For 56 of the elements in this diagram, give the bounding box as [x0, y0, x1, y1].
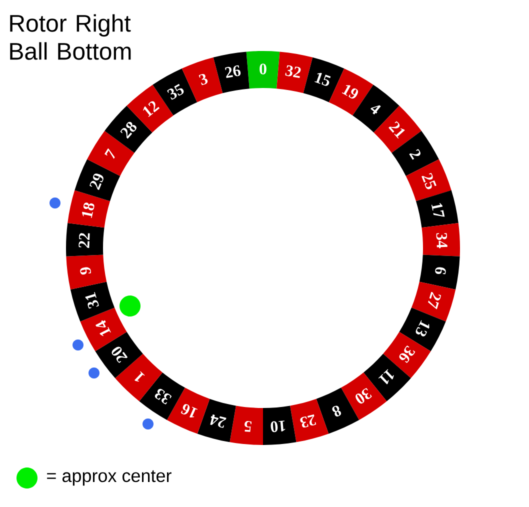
pocket-number: 35 — [167, 84, 184, 100]
pocket — [246, 51, 280, 89]
pocket-number: 4 — [370, 105, 381, 114]
pocket — [70, 282, 115, 322]
pocket — [213, 52, 250, 94]
pocket-number: 11 — [378, 369, 394, 384]
pocket-number: 29 — [90, 174, 104, 190]
pocket-number: 12 — [143, 101, 160, 118]
pocket — [411, 282, 456, 322]
pocket-number: 17 — [431, 202, 445, 217]
pocket — [68, 190, 110, 228]
pocket-number: 23 — [300, 414, 316, 428]
pocket — [276, 52, 313, 94]
pocket — [263, 406, 296, 445]
pocket-number: 14 — [96, 320, 111, 336]
pocket-number: 33 — [154, 388, 172, 404]
pocket — [197, 398, 236, 442]
pocket — [230, 406, 263, 445]
pocket-number: 15 — [314, 72, 331, 86]
pocket — [74, 159, 120, 202]
legend-text: = approx center — [47, 470, 172, 486]
pocket-number: 28 — [120, 122, 136, 139]
pocket-number: 27 — [428, 292, 441, 310]
pocket — [66, 254, 107, 290]
pocket-number: 2 — [409, 149, 420, 160]
pocket — [66, 223, 104, 256]
pocket — [290, 398, 329, 442]
pocket-number: 34 — [436, 233, 448, 248]
pocket-number: 1 — [134, 371, 145, 382]
pocket-number: 7 — [104, 148, 115, 159]
pocket-number: 19 — [342, 85, 358, 99]
pocket-number: 3 — [198, 74, 208, 86]
pocket-number: 24 — [210, 414, 226, 428]
pocket-number: 20 — [112, 346, 128, 364]
pocket-number: 6 — [435, 267, 446, 274]
pocket — [406, 159, 452, 202]
pocket-number: 25 — [422, 172, 436, 190]
pocket-number: 32 — [285, 65, 301, 78]
pocket-number: 26 — [225, 65, 241, 78]
pocket — [419, 254, 460, 290]
pocket-number: 5 — [244, 421, 252, 432]
pocket-number: 22 — [78, 233, 90, 248]
pocket-number: 13 — [416, 320, 430, 336]
pocket — [416, 190, 458, 228]
pocket — [422, 222, 460, 256]
pocket-number: 0 — [260, 64, 266, 74]
pocket-number: 8 — [332, 406, 342, 416]
pocket-number: 30 — [356, 388, 372, 404]
pocket-number: 21 — [388, 121, 405, 139]
title: Rotor Right Ball Bottom — [10, 14, 131, 60]
pocket-number: 31 — [85, 292, 99, 309]
pocket-number: 16 — [180, 404, 198, 418]
pocket-number: 18 — [82, 202, 94, 218]
pocket-number: 36 — [399, 346, 416, 363]
pocket-number: 9 — [80, 267, 91, 275]
pocket-number: 10 — [270, 420, 286, 432]
